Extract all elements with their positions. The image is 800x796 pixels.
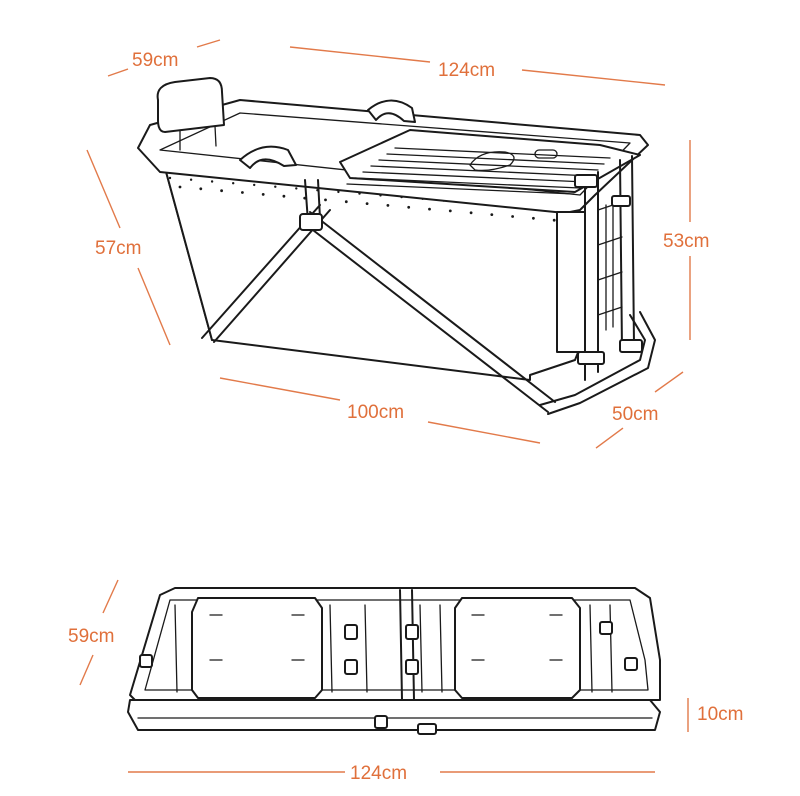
rim-dot bbox=[365, 202, 369, 206]
cover-slat bbox=[378, 159, 599, 171]
rim-dot bbox=[428, 207, 431, 211]
dim-124-line-b bbox=[521, 69, 666, 86]
cover-slat bbox=[346, 183, 575, 195]
cover-cutout bbox=[469, 151, 515, 172]
dim-57-line-b bbox=[137, 267, 171, 346]
frame-leg-b bbox=[299, 219, 549, 413]
rim-dot bbox=[469, 211, 473, 215]
folded-slat bbox=[589, 604, 593, 693]
rim-dot bbox=[232, 182, 235, 185]
cover-slat bbox=[354, 177, 581, 189]
frame-leg-b-inner bbox=[309, 211, 556, 403]
dim-59cm-label: 59cm bbox=[132, 50, 178, 71]
dim-124cm-label: 124cm bbox=[438, 60, 495, 81]
foot-rail-inner bbox=[547, 311, 656, 415]
dim-59b-line-a bbox=[102, 579, 119, 614]
dim-124cm-flat-label: 124cm bbox=[350, 763, 407, 784]
rim-dot bbox=[552, 218, 556, 222]
cover-slat bbox=[394, 147, 611, 159]
rim-dot bbox=[253, 183, 256, 187]
dim-10cm-label: 10cm bbox=[697, 704, 743, 725]
folded-bathtub bbox=[127, 587, 661, 735]
rim-dot bbox=[324, 198, 327, 202]
rim-dot bbox=[448, 209, 452, 213]
folded-panel-left bbox=[191, 597, 323, 699]
hinge-knobs bbox=[139, 621, 638, 735]
folded-slat bbox=[419, 604, 423, 693]
rim-dot bbox=[168, 176, 172, 180]
dim-59-line-b bbox=[196, 39, 221, 48]
dim-59-line-a bbox=[107, 68, 129, 77]
cover-slot bbox=[534, 149, 558, 159]
folded-slat bbox=[439, 604, 443, 693]
rim-dot bbox=[344, 200, 348, 204]
dim-57cm-label: 57cm bbox=[95, 238, 141, 259]
rim-dot bbox=[532, 216, 535, 220]
folded-slat bbox=[609, 604, 613, 693]
tub-cover-panel bbox=[339, 129, 641, 193]
rim-dot bbox=[241, 191, 244, 194]
dim-50-line-b bbox=[595, 427, 624, 449]
folded-slat bbox=[364, 604, 368, 693]
rim-dot bbox=[274, 185, 277, 188]
dim-100cm-label: 100cm bbox=[347, 402, 404, 423]
folded-slat bbox=[174, 604, 178, 693]
headrest bbox=[156, 77, 225, 133]
handle-front bbox=[239, 145, 297, 169]
folded-panel-right bbox=[454, 597, 581, 699]
dim-53cm-label: 53cm bbox=[663, 231, 709, 252]
bottom-dimensions: 59cm 10cm 124cm bbox=[68, 579, 743, 784]
dim-57-line-a bbox=[86, 149, 121, 229]
frame-leg-a-inner bbox=[213, 209, 331, 343]
dim-50-line-a bbox=[654, 371, 684, 393]
dim-100-line-a bbox=[219, 377, 341, 401]
rim-dot bbox=[282, 194, 286, 198]
top-dimensions: 59cm 124cm 57cm 53cm 100cm 50cm bbox=[86, 39, 709, 449]
foot-rail bbox=[539, 314, 646, 406]
folded-center-divider bbox=[399, 589, 403, 701]
rim-dot bbox=[407, 205, 411, 209]
handle-back bbox=[367, 99, 416, 123]
rim-dot bbox=[295, 187, 298, 190]
folded-base bbox=[127, 699, 661, 731]
rim-dot bbox=[210, 180, 214, 183]
assembled-bathtub bbox=[137, 77, 656, 415]
dim-59b-line-b bbox=[79, 654, 94, 686]
rim-dot bbox=[199, 187, 203, 191]
rim-dot bbox=[386, 204, 390, 207]
cover-slat bbox=[386, 153, 605, 165]
frame-upright-inner bbox=[317, 179, 321, 219]
folded-slat bbox=[329, 604, 333, 693]
cover-slat bbox=[362, 171, 587, 183]
rim-dot bbox=[511, 215, 514, 218]
folded-center-divider-inner bbox=[411, 589, 415, 701]
frame-hinge bbox=[299, 213, 323, 231]
rim-dot bbox=[261, 193, 265, 196]
rim-dot bbox=[220, 189, 224, 193]
dim-100-line-b bbox=[427, 421, 541, 444]
rim-dot bbox=[337, 190, 340, 194]
headrest-strap-right bbox=[214, 125, 217, 147]
dim-59cm-flat-label: 59cm bbox=[68, 626, 114, 647]
rim-dot bbox=[490, 213, 494, 217]
end-frame-bars bbox=[574, 155, 643, 381]
rim-dot bbox=[178, 185, 182, 189]
rim-dot bbox=[189, 178, 193, 181]
end-panel bbox=[556, 211, 586, 353]
dim-50cm-label: 50cm bbox=[612, 404, 658, 425]
panel-slots bbox=[209, 614, 563, 661]
dim-124-line-a bbox=[289, 46, 431, 63]
